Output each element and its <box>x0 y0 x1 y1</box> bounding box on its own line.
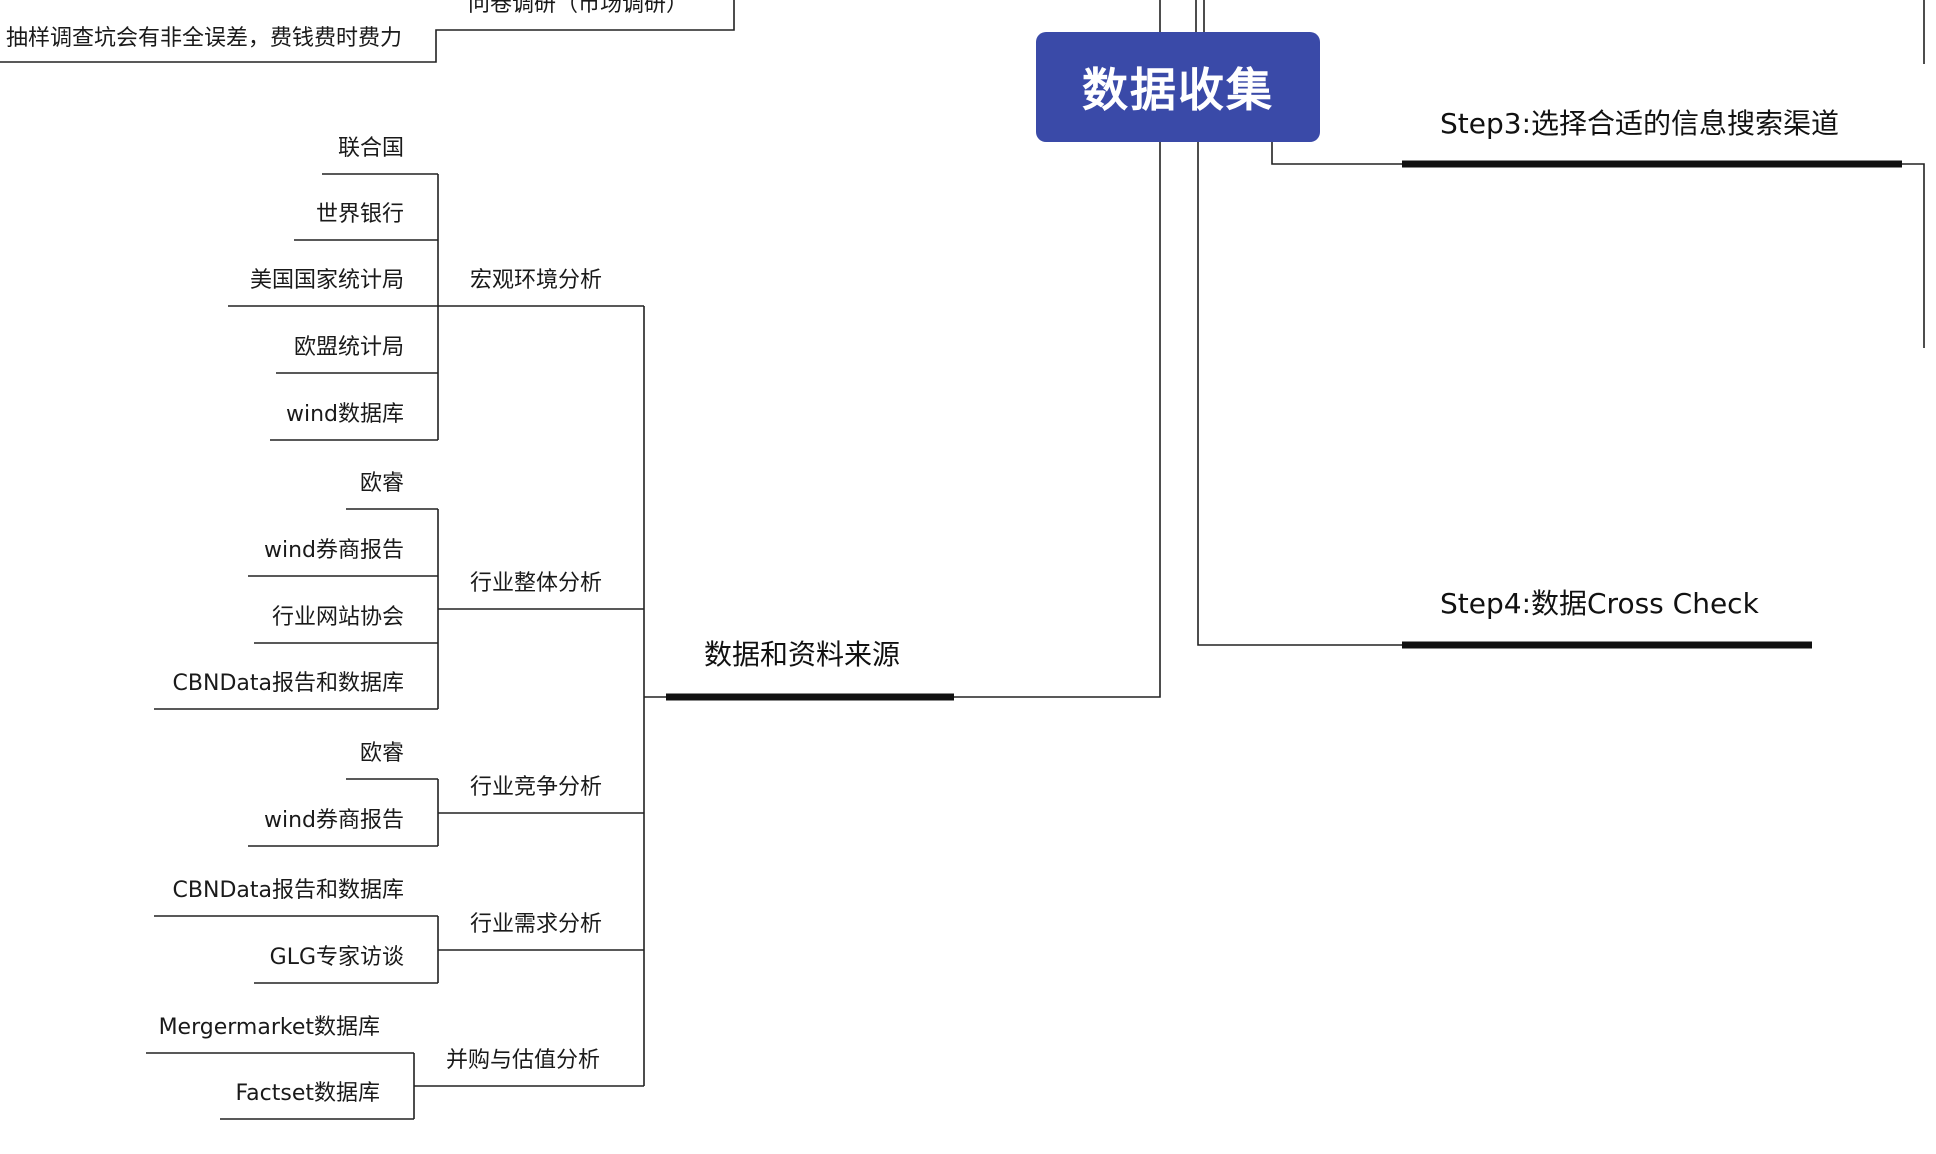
leaf-cbndata-1[interactable]: CBNData报告和数据库 <box>172 671 404 696</box>
leaf-industry-sites[interactable]: 行业网站协会 <box>271 605 404 630</box>
root-node[interactable]: 数据收集 <box>1036 32 1320 142</box>
leaf-eustats[interactable]: 欧盟统计局 <box>293 335 404 360</box>
root-label: 数据收集 <box>1082 63 1274 117</box>
leaf-un[interactable]: 联合国 <box>337 136 404 161</box>
leaf-mergermarket[interactable]: Mergermarket数据库 <box>158 1015 380 1040</box>
leaf-glg[interactable]: GLG专家访谈 <box>269 945 404 970</box>
connector-root-sources <box>666 142 1161 698</box>
connector-top-partial <box>0 0 735 63</box>
leaf-factset[interactable]: Factset数据库 <box>235 1081 380 1106</box>
sampling-note-label[interactable]: 抽样调查坑会有非全误差，费钱费时费力 <box>5 26 402 51</box>
group-industry-overall-label[interactable]: 行业整体分析 <box>470 571 603 596</box>
connector-root-step4 <box>1197 142 1402 646</box>
connector-step3-onward <box>1902 163 1925 348</box>
sources-label[interactable]: 数据和资料来源 <box>704 638 901 671</box>
leaf-wind-broker-1[interactable]: wind券商报告 <box>263 538 404 563</box>
survey-label[interactable]: 问卷调研（市场调研） <box>468 0 689 17</box>
leaf-wind[interactable]: wind数据库 <box>285 402 404 427</box>
leaf-wind-broker-2[interactable]: wind券商报告 <box>263 808 404 833</box>
step4-label[interactable]: Step4:数据Cross Check <box>1440 587 1759 620</box>
step3-label[interactable]: Step3:选择合适的信息搜索渠道 <box>1440 107 1840 140</box>
connector-root-step3 <box>1271 142 1402 165</box>
leaf-worldbank[interactable]: 世界银行 <box>315 202 404 227</box>
branch-underlines <box>666 160 1902 701</box>
group-mna-label[interactable]: 并购与估值分析 <box>446 1048 601 1073</box>
group-macro-label[interactable]: 宏观环境分析 <box>470 268 603 293</box>
group-industry-demand-label[interactable]: 行业需求分析 <box>470 912 603 937</box>
group-industry-competition-label[interactable]: 行业竞争分析 <box>470 775 603 800</box>
connector-group <box>0 0 1925 1120</box>
leaf-usstats[interactable]: 美国国家统计局 <box>249 268 404 293</box>
leaf-cbndata-2[interactable]: CBNData报告和数据库 <box>172 878 404 903</box>
leaf-euromonitor-1[interactable]: 欧睿 <box>359 471 404 496</box>
leaf-euromonitor-2[interactable]: 欧睿 <box>359 741 404 766</box>
